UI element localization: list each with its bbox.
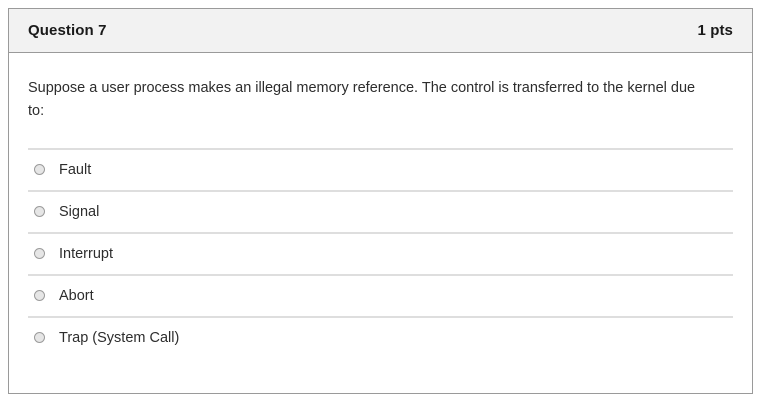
radio-button-icon[interactable] (34, 206, 45, 218)
answer-options-list: Fault Signal Interrupt Abort Trap (Syste… (9, 147, 752, 358)
answer-option-label: Abort (59, 287, 94, 304)
answer-option-interrupt[interactable]: Interrupt (28, 231, 733, 274)
question-points-badge: 1 pts (697, 22, 733, 39)
question-body: Suppose a user process makes an illegal … (9, 53, 752, 358)
radio-button-icon[interactable] (34, 164, 45, 176)
answer-option-abort[interactable]: Abort (28, 273, 733, 316)
answer-option-label: Interrupt (59, 245, 113, 262)
answer-option-fault[interactable]: Fault (28, 147, 733, 190)
answer-option-label: Trap (System Call) (59, 329, 180, 346)
answer-option-label: Signal (59, 203, 100, 220)
answer-option-signal[interactable]: Signal (28, 189, 733, 232)
question-card: Question 7 1 pts Suppose a user process … (8, 8, 753, 394)
question-prompt-text: Suppose a user process makes an illegal … (28, 80, 696, 120)
radio-button-icon[interactable] (34, 290, 45, 302)
radio-button-icon[interactable] (34, 332, 45, 344)
radio-button-icon[interactable] (34, 248, 45, 260)
answer-option-label: Fault (59, 161, 92, 178)
question-header: Question 7 1 pts (9, 9, 752, 53)
question-title: Question 7 (28, 22, 107, 39)
answer-option-trap-system-call[interactable]: Trap (System Call) (28, 315, 733, 358)
